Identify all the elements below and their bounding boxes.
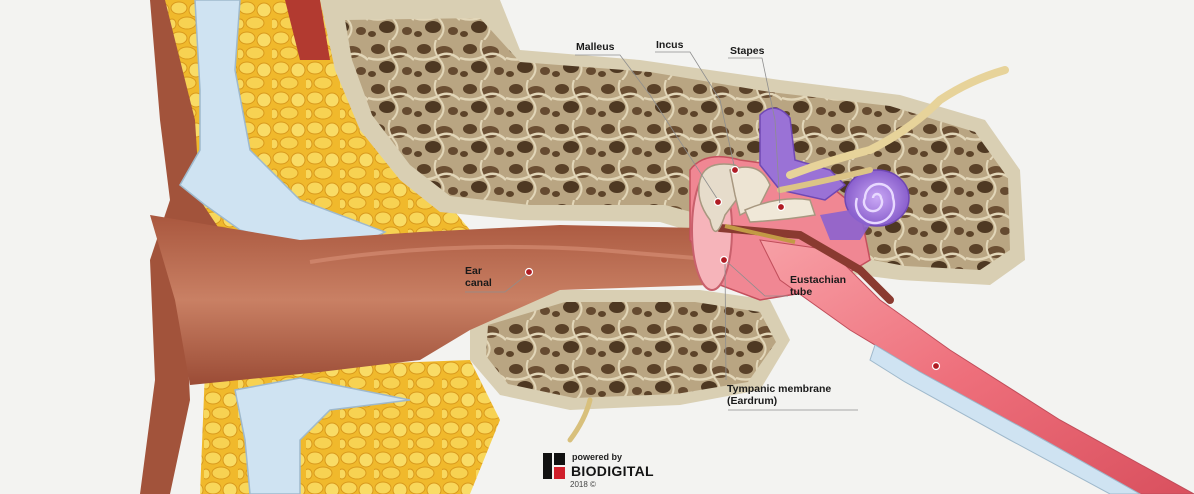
label-tympanic-membrane: Tympanic membrane (Eardrum): [727, 383, 832, 407]
tube-cartilage: [869, 344, 1142, 494]
cochlea-base: [820, 210, 870, 240]
eardrum-marker: [719, 255, 729, 265]
muscle-strip: [285, 0, 330, 60]
label-malleus: Malleus: [576, 41, 615, 53]
cochlea-spiral: [854, 182, 896, 225]
label-stapes: Stapes: [730, 45, 765, 57]
semicircular-canals: [759, 107, 847, 201]
incus-marker: [730, 165, 740, 175]
tensor-muscle: [716, 224, 894, 304]
eustachian-tube-shape: [759, 239, 1194, 494]
stapes-marker: [776, 202, 786, 212]
eustachian-tube-marker: [931, 361, 941, 371]
copyright-text: 2018 ©: [570, 480, 596, 489]
facial-nerve: [777, 167, 873, 193]
ear-canal-highlight: [309, 244, 696, 264]
label-ear-canal: Ear canal: [465, 265, 492, 289]
powered-by-text: powered by: [572, 452, 623, 462]
nerve-lower: [567, 397, 593, 443]
tendon-line: [724, 224, 796, 244]
vestibulocochlear-nerve: [786, 66, 1009, 179]
cartilage-lower: [234, 377, 411, 494]
brand-name: BIODIGITAL: [571, 463, 654, 479]
label-markers: [524, 165, 941, 371]
biodigital-logo-icon: [543, 453, 565, 479]
biodigital-branding: powered by BIODIGITAL 2018 ©: [543, 452, 663, 490]
temporal-bone-lower-spongy: [486, 302, 776, 398]
label-eustachian-tube: Eustachian tube: [790, 274, 847, 298]
leader-lines: [465, 51, 858, 411]
malleus-marker: [713, 197, 723, 207]
ear-canal-marker: [524, 267, 534, 277]
ear-canal-shape: [150, 215, 710, 385]
label-incus: Incus: [656, 39, 684, 51]
